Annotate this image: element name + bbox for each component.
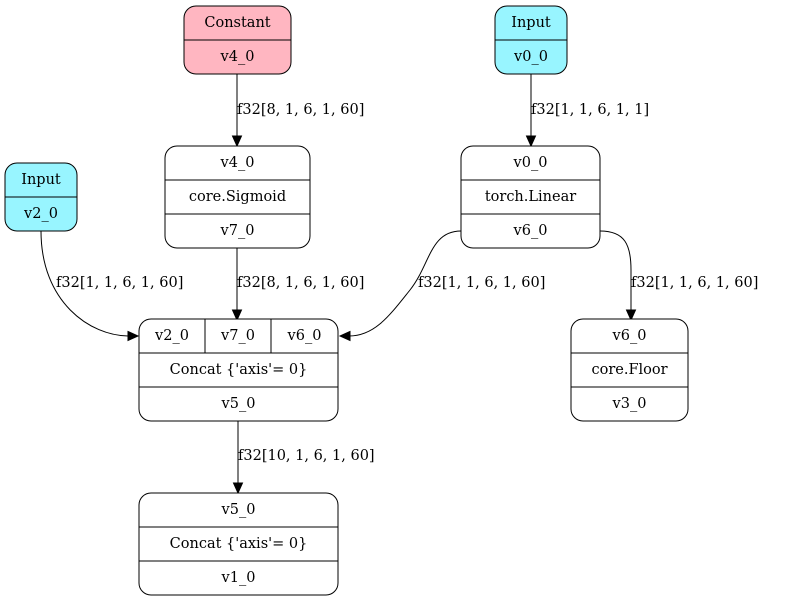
node-input-port: v7_0	[220, 328, 255, 344]
node-value: v0_0	[513, 49, 548, 65]
node-input-port: v5_0	[221, 502, 256, 518]
constant-node[interactable]: Constant v4_0	[183, 5, 292, 75]
edge-constant-to-sigmoid: f32[8, 1, 6, 1, 60]	[231, 74, 364, 148]
node-title: Constant	[204, 15, 270, 31]
sigmoid-node[interactable]: v4_0 core.Sigmoid v7_0	[164, 145, 311, 249]
edge-input-to-linear: f32[1, 1, 6, 1, 1]	[525, 74, 649, 148]
edge-label: f32[1, 1, 6, 1, 60]	[631, 275, 758, 291]
node-op: core.Floor	[591, 362, 667, 378]
node-input-port: v6_0	[612, 328, 647, 344]
node-value: v2_0	[23, 206, 58, 222]
node-op: Concat {'axis'= 0}	[170, 536, 308, 552]
edge-label: f32[1, 1, 6, 1, 1]	[531, 102, 649, 118]
node-output-port: v1_0	[221, 570, 256, 586]
edge-sigmoid-to-concat: f32[8, 1, 6, 1, 60]	[231, 248, 364, 322]
node-output-port: v6_0	[513, 223, 548, 239]
node-output-port: v5_0	[221, 396, 256, 412]
node-input-port: v2_0	[154, 328, 189, 344]
edge-input2-to-concat: f32[1, 1, 6, 1, 60]	[40, 230, 183, 342]
linear-node[interactable]: v0_0 torch.Linear v6_0	[460, 145, 601, 249]
input-node-v2[interactable]: Input v2_0	[4, 162, 78, 232]
node-input-port: v6_0	[287, 328, 322, 344]
node-input-port: v4_0	[220, 155, 255, 171]
node-title: Input	[21, 172, 61, 188]
edge-label: f32[8, 1, 6, 1, 60]	[237, 102, 364, 118]
node-output-port: v7_0	[220, 223, 255, 239]
edge-linear-to-floor: f32[1, 1, 6, 1, 60]	[599, 230, 758, 322]
node-op: Concat {'axis'= 0}	[170, 362, 308, 378]
concat-node-1[interactable]: v2_0 v7_0 v6_0 Concat {'axis'= 0} v5_0	[138, 318, 339, 422]
node-op: core.Sigmoid	[189, 189, 286, 205]
floor-node[interactable]: v6_0 core.Floor v3_0	[570, 318, 689, 422]
node-output-port: v3_0	[612, 396, 647, 412]
edge-label: f32[8, 1, 6, 1, 60]	[237, 275, 364, 291]
edge-linear-to-concat: f32[1, 1, 6, 1, 60]	[338, 230, 545, 342]
edge-label: f32[10, 1, 6, 1, 60]	[238, 448, 375, 464]
node-title: Input	[511, 15, 551, 31]
edges: f32[8, 1, 6, 1, 60] f32[1, 1, 6, 1, 1] f…	[40, 74, 758, 495]
concat-node-2[interactable]: v5_0 Concat {'axis'= 0} v1_0	[138, 492, 339, 596]
edge-concat-to-concat: f32[10, 1, 6, 1, 60]	[232, 421, 375, 495]
node-op: torch.Linear	[485, 189, 576, 205]
input-node-v0[interactable]: Input v0_0	[494, 5, 568, 75]
node-value: v4_0	[220, 49, 255, 65]
edge-label: f32[1, 1, 6, 1, 60]	[56, 275, 183, 291]
edge-label: f32[1, 1, 6, 1, 60]	[418, 275, 545, 291]
node-input-port: v0_0	[513, 155, 548, 171]
